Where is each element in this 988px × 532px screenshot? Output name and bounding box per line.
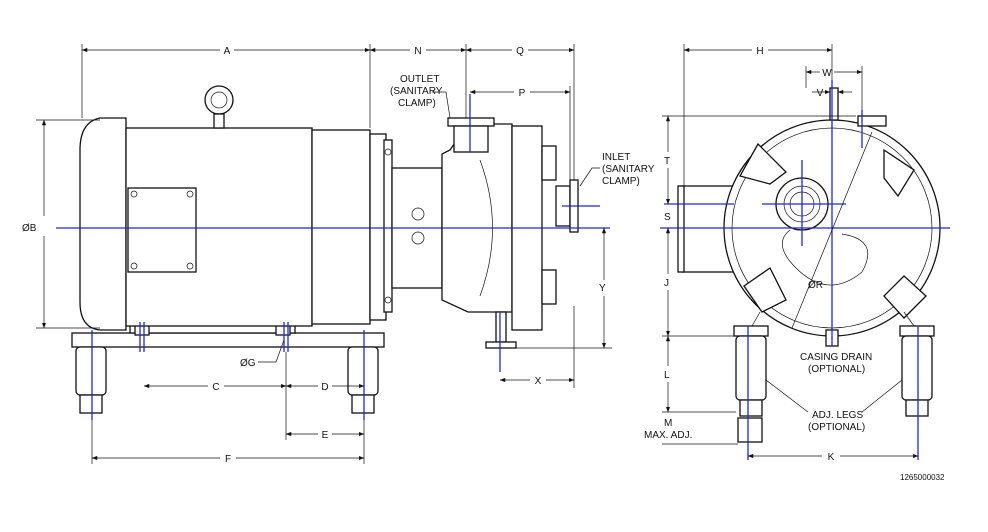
- dim-s-label: S: [664, 212, 671, 223]
- outlet-label-2: (SANITARY: [390, 86, 443, 97]
- motor-fan-cover: [79, 117, 127, 331]
- outlet-label-1: OUTLET: [400, 74, 439, 85]
- dim-v-label: V: [817, 88, 824, 99]
- casing-drain-label-1: CASING DRAIN: [800, 352, 872, 363]
- junction-box: [127, 187, 197, 273]
- dim-w-label: W: [822, 68, 832, 79]
- dim-m-label: M: [664, 418, 672, 429]
- dim-x-label: X: [535, 376, 542, 387]
- clamp-lugs: [739, 142, 927, 319]
- dim-e-label: E: [322, 430, 329, 441]
- dim-g-label: ØG: [240, 358, 256, 369]
- dim-r-leader: [791, 131, 873, 329]
- dim-p-label: P: [519, 88, 526, 99]
- outlet-flange: [447, 117, 495, 127]
- end-view: H W V T S J L M MAX. ADJ. ØR CASING DRAI…: [644, 44, 950, 482]
- dim-c-label: C: [212, 382, 219, 393]
- dim-t-label: T: [664, 156, 670, 167]
- outlet-label-3: CLAMP): [398, 98, 436, 109]
- side-view: A N Q P OUTLET (SANITARY CLAMP) INLET (S…: [22, 44, 655, 465]
- eyebolt: [204, 85, 234, 115]
- inlet-label-1: INLET: [602, 152, 630, 163]
- drawing-number: 1265000032: [900, 473, 945, 482]
- base-plate: [71, 332, 385, 348]
- top-outlet: [857, 115, 887, 127]
- adj-legs-label-2: (OPTIONAL): [808, 422, 865, 433]
- max-adj-label: MAX. ADJ.: [644, 430, 692, 441]
- side-legs: [75, 346, 379, 414]
- dim-f-label: F: [225, 454, 231, 465]
- casing-drain-label-2: (OPTIONAL): [808, 364, 865, 375]
- dim-l-label: L: [664, 370, 670, 381]
- dim-b-label: ØB: [22, 223, 37, 234]
- dim-y-label: Y: [599, 283, 606, 294]
- dim-n-label: N: [414, 46, 421, 57]
- adj-legs-label-1: ADJ. LEGS: [812, 410, 863, 421]
- dim-a-label: A: [224, 46, 231, 57]
- dim-d-label: D: [321, 382, 328, 393]
- dim-r-label: ØR: [808, 280, 823, 291]
- dim-k-label: K: [828, 452, 835, 463]
- dim-q-label: Q: [516, 46, 524, 57]
- inlet-label-2: (SANITARY: [602, 164, 655, 175]
- dim-j-label: J: [664, 278, 669, 289]
- end-legs: [733, 311, 935, 443]
- inlet-label-3: CLAMP): [602, 176, 640, 187]
- dim-h-label: H: [756, 46, 763, 57]
